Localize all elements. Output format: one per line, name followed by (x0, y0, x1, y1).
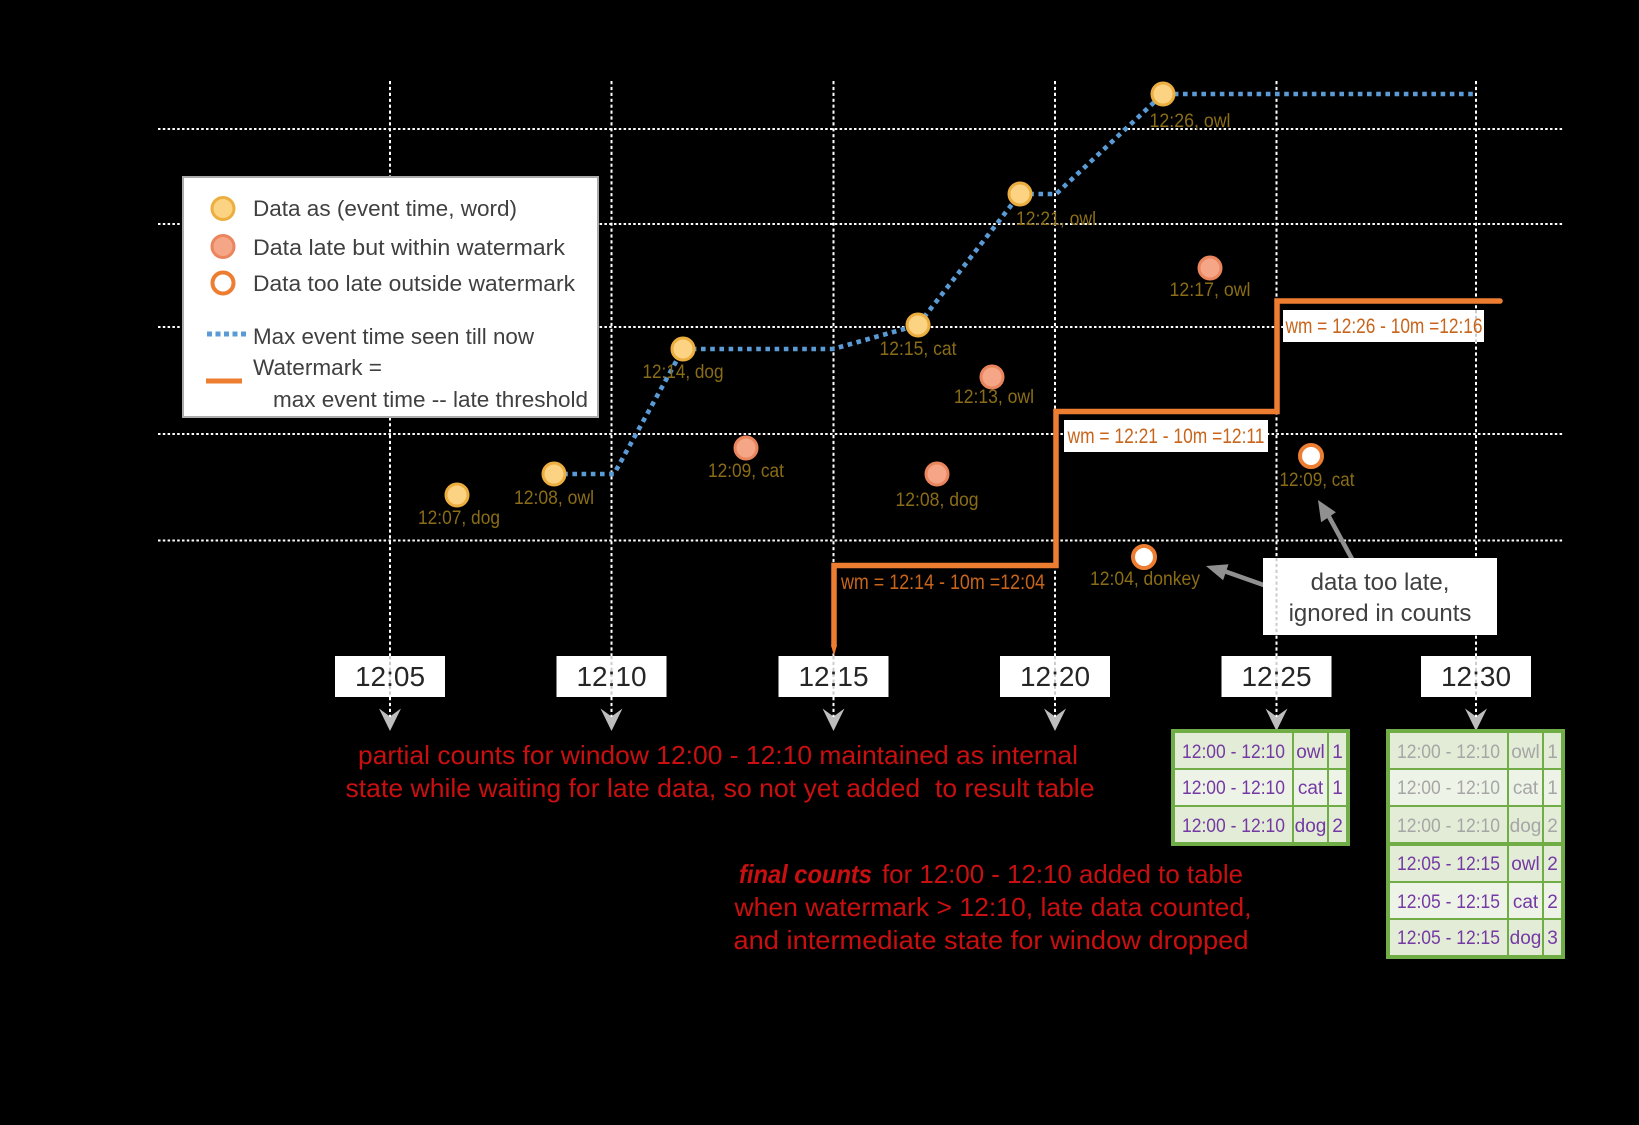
svg-text:12:05 - 12:15: 12:05 - 12:15 (1397, 892, 1500, 913)
svg-text:for 12:00 - 12:10 added to tab: for 12:00 - 12:10 added to table (882, 859, 1243, 889)
svg-text:12:26, owl: 12:26, owl (1150, 110, 1231, 132)
svg-text:12:05 - 12:15: 12:05 - 12:15 (1397, 928, 1500, 949)
svg-text:12:09, cat: 12:09, cat (1280, 469, 1356, 491)
svg-text:2: 2 (1547, 854, 1558, 875)
svg-text:Data as (event time, word): Data as (event time, word) (253, 196, 517, 221)
svg-text:cat: cat (1513, 778, 1539, 799)
svg-text:Watermark =: Watermark = (253, 355, 382, 380)
svg-text:state while waiting for late d: state while waiting for late data, so no… (346, 773, 1095, 803)
svg-text:cat: cat (1298, 778, 1324, 799)
svg-text:owl: owl (1296, 742, 1325, 763)
svg-text:1: 1 (1547, 742, 1558, 763)
svg-text:cat: cat (1513, 892, 1539, 913)
svg-text:12:21, owl: 12:21, owl (1016, 208, 1096, 230)
svg-text:12:10: 12:10 (576, 661, 646, 692)
svg-text:data too late,: data too late, (1311, 569, 1450, 596)
svg-text:2: 2 (1547, 816, 1558, 837)
svg-text:12:05: 12:05 (355, 661, 425, 692)
svg-text:12:00 - 12:10: 12:00 - 12:10 (1397, 778, 1500, 799)
svg-text:2: 2 (1332, 816, 1343, 837)
svg-text:12:00 - 12:10: 12:00 - 12:10 (1397, 816, 1500, 837)
svg-text:12:14, dog: 12:14, dog (643, 361, 724, 383)
svg-text:Data too late outside watermar: Data too late outside watermark (253, 271, 576, 296)
svg-text:3: 3 (1547, 928, 1558, 949)
svg-text:wm = 12:21 - 10m =12:11: wm = 12:21 - 10m =12:11 (1067, 424, 1265, 448)
svg-text:partial counts for window 12:0: partial counts for window 12:00 - 12:10 … (358, 740, 1078, 770)
svg-text:1: 1 (1547, 778, 1558, 799)
svg-text:final counts: final counts (739, 859, 872, 889)
svg-text:Max event time seen till now: Max event time seen till now (253, 324, 534, 349)
svg-text:dog: dog (1295, 816, 1327, 837)
svg-text:2: 2 (1547, 892, 1558, 913)
svg-text:wm = 12:26 - 10m =12:16: wm = 12:26 - 10m =12:16 (1285, 314, 1483, 338)
svg-text:owl: owl (1511, 854, 1540, 875)
svg-text:12:15: 12:15 (798, 661, 868, 692)
svg-text:12:00 - 12:10: 12:00 - 12:10 (1182, 816, 1285, 837)
svg-text:1: 1 (1332, 778, 1343, 799)
svg-text:12:20: 12:20 (1020, 661, 1090, 692)
svg-text:1: 1 (1332, 742, 1343, 763)
svg-text:12:00 - 12:10: 12:00 - 12:10 (1182, 778, 1285, 799)
svg-text:12:04, donkey: 12:04, donkey (1090, 568, 1200, 590)
svg-text:owl: owl (1511, 742, 1540, 763)
svg-text:and intermediate state for win: and intermediate state for window droppe… (734, 925, 1249, 955)
svg-text:wm = 12:14 - 10m =12:04: wm = 12:14 - 10m =12:04 (840, 570, 1045, 594)
svg-text:12:08, owl: 12:08, owl (514, 487, 594, 509)
svg-text:12:13, owl: 12:13, owl (954, 386, 1034, 408)
svg-text:12:30: 12:30 (1441, 661, 1511, 692)
svg-text:12:15, cat: 12:15, cat (880, 338, 958, 360)
svg-text:12:07, dog: 12:07, dog (418, 507, 500, 529)
svg-text:12:25: 12:25 (1241, 661, 1311, 692)
svg-text:dog: dog (1510, 816, 1542, 837)
svg-text:when watermark > 12:10, late d: when watermark > 12:10, late data counte… (733, 892, 1251, 922)
svg-text:12:00 - 12:10: 12:00 - 12:10 (1182, 742, 1285, 763)
svg-text:12:17, owl: 12:17, owl (1170, 279, 1251, 301)
svg-text:12:05 - 12:15: 12:05 - 12:15 (1397, 854, 1500, 875)
svg-text:max event time -- late thresho: max event time -- late threshold (273, 387, 588, 412)
svg-text:12:00 - 12:10: 12:00 - 12:10 (1397, 742, 1500, 763)
svg-text:ignored in counts: ignored in counts (1289, 600, 1472, 627)
svg-text:Data late but within watermark: Data late but within watermark (253, 235, 566, 260)
svg-text:12:08, dog: 12:08, dog (896, 489, 979, 511)
svg-text:dog: dog (1510, 928, 1542, 949)
svg-text:12:09, cat: 12:09, cat (708, 460, 785, 482)
